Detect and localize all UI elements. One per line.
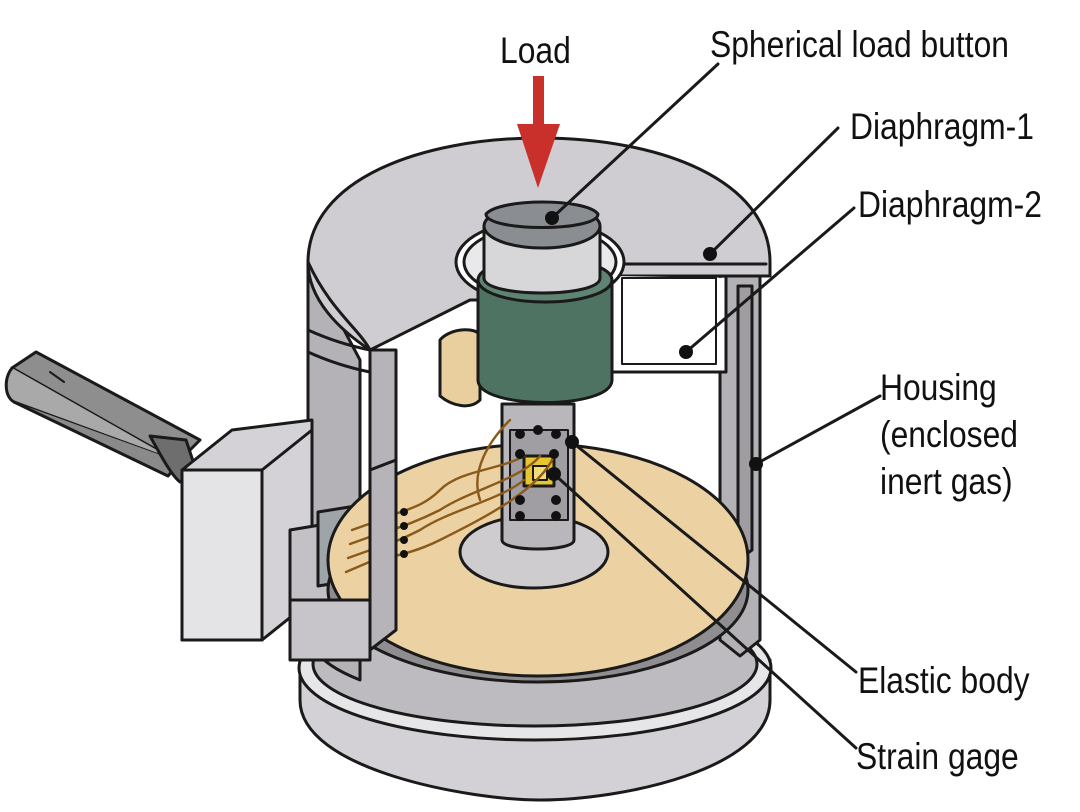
leader-lines: [550, 62, 882, 750]
leader-housing: [754, 394, 882, 466]
leader-elastic-body: [570, 440, 858, 674]
leader-dots: [545, 211, 763, 481]
label-strain-gage: Strain gage: [856, 736, 1019, 777]
load-arrow: [517, 76, 560, 188]
cable: [4, 350, 202, 484]
housing-left-wall: [288, 348, 398, 662]
leader-diaphragm-1: [708, 126, 840, 256]
leader-diaphragm-2: [684, 206, 856, 354]
label-elastic-body: Elastic body: [858, 660, 1030, 701]
connector-box: [180, 418, 370, 642]
label-diaphragm-1: Diaphragm-1: [850, 106, 1034, 147]
leader-strain-gage: [552, 472, 858, 750]
label-spherical-load-button: Spherical load button: [710, 24, 1009, 65]
label-housing: Housing (enclosed inert gas): [880, 367, 1018, 502]
spherical-load-button: [482, 200, 602, 295]
label-diaphragm-2: Diaphragm-2: [858, 184, 1042, 225]
label-load: Load: [500, 30, 571, 71]
leader-spherical-load-button: [550, 62, 720, 220]
